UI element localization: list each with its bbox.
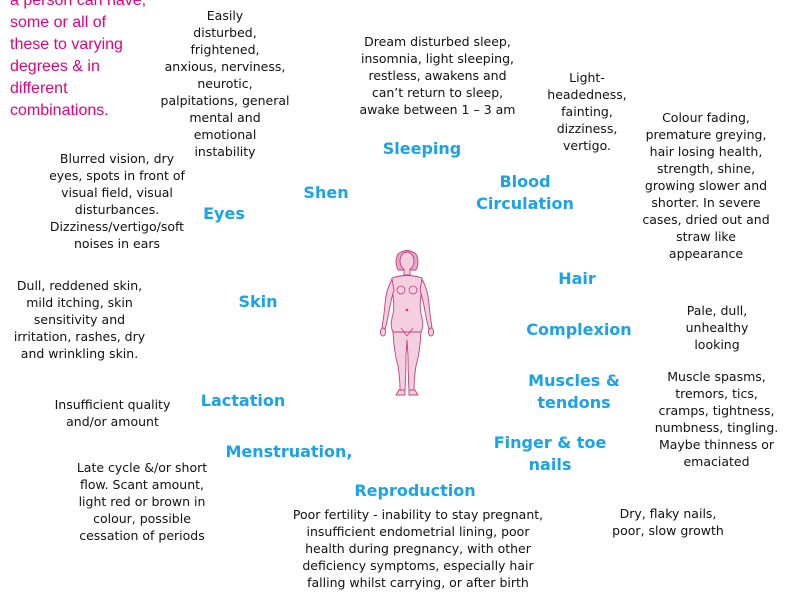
finger-toe-nails-category: Finger & toe nails	[482, 432, 618, 476]
blood-circulation-category: Blood Circulation	[465, 171, 585, 215]
muscles-tendons-description: Muscle spasms, tremors, tics, cramps, ti…	[645, 368, 788, 470]
skin-description: Dull, reddened skin, mild itching, skin …	[2, 277, 157, 362]
blood-circulation-description: Light- headedness, fainting, dizziness, …	[542, 69, 632, 154]
reproduction-description: Poor fertility - inability to stay pregn…	[268, 506, 568, 591]
finger-toe-nails-description: Dry, flaky nails, poor, slow growth	[598, 505, 738, 539]
reproduction-category: Reproduction	[345, 480, 485, 502]
hair-category: Hair	[545, 268, 609, 290]
muscles-tendons-category: Muscles & tendons	[517, 370, 631, 414]
lactation-category: Lactation	[193, 390, 293, 412]
shen-category: Shen	[290, 182, 362, 204]
complexion-description: Pale, dull, unhealthy looking	[667, 302, 767, 353]
skin-category: Skin	[228, 291, 288, 313]
menstruation-description: Late cycle &/or short flow. Scant amount…	[62, 459, 222, 544]
eyes-description: Blurred vision, dry eyes, spots in front…	[37, 150, 197, 252]
female-body-figure-icon	[376, 248, 438, 398]
sleeping-description: Dream disturbed sleep, insomnia, light s…	[340, 33, 535, 118]
menstruation-category: Menstruation,	[220, 441, 358, 463]
lactation-description: Insufficient quality and/or amount	[40, 396, 185, 430]
complexion-category: Complexion	[520, 319, 638, 341]
hair-description: Colour fading, premature greying, hair l…	[628, 109, 784, 262]
eyes-category: Eyes	[190, 203, 258, 225]
intro-text: a person can have, some or all of these …	[10, 0, 170, 122]
sleeping-category: Sleeping	[372, 138, 472, 160]
shen-description: Easily disturbed, frightened, anxious, n…	[150, 7, 300, 160]
